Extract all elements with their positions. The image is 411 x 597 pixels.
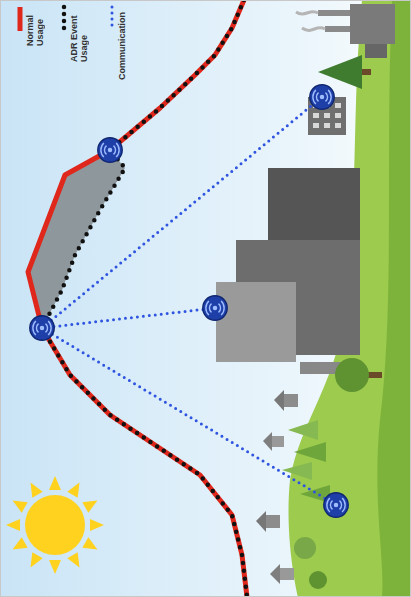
normal-usage-curve [28,0,247,597]
legend-sample-line [62,7,67,31]
tree-trunk [362,69,371,75]
legend-sample [59,4,69,34]
legend-sample [107,4,117,34]
antenna-icon [310,85,335,110]
sun [6,476,104,574]
legend-label: Communication [117,4,127,80]
tree [294,442,326,462]
tree [335,358,369,392]
legend-sample-line [18,7,23,31]
antenna-icon [30,316,55,341]
legend-sample [15,4,25,34]
chimney [325,26,350,32]
chimney [318,10,350,16]
tree [309,571,327,589]
tree [282,462,312,480]
antenna-icon [324,493,349,518]
skyscraper [216,282,296,362]
house [274,390,298,411]
tree [288,420,318,440]
antenna-icon [203,296,228,321]
antenna-icon [98,138,123,163]
smoke [296,12,325,31]
adr-event-curve [42,0,247,597]
communication-lines [42,97,336,505]
legend-label: Normal Usage [25,4,45,46]
legend-sample-line [111,7,114,31]
tree [294,537,316,559]
tree [318,55,362,89]
house [270,564,294,584]
house [256,511,280,532]
factory [350,4,395,44]
house [263,432,284,451]
factory-annex [365,44,387,58]
legend-label: ADR Event Usage [69,4,89,62]
ground-shade [377,0,411,597]
